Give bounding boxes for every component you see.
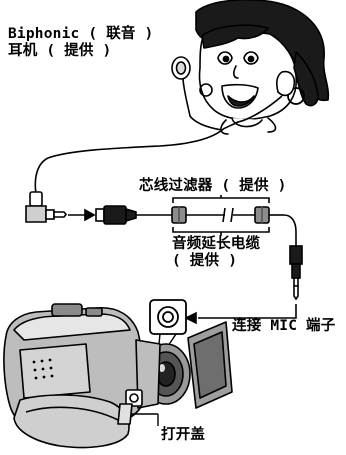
extension-cable-jack bbox=[95, 205, 137, 225]
extension-cable-wire bbox=[136, 207, 297, 246]
mic-connector-label: 连接 MIC 端子 bbox=[232, 318, 336, 334]
extension-cable-bracket bbox=[172, 227, 270, 236]
extension-cable-label: 音频延长电缆 ( 提供 ) bbox=[172, 236, 261, 269]
open-cover-label: 打开盖 bbox=[161, 427, 206, 443]
earphone-left bbox=[171, 56, 191, 117]
core-filter-label: 芯线过滤器 ( 提供 ) bbox=[139, 178, 287, 194]
person-illustration bbox=[195, 0, 330, 135]
earphone-right bbox=[237, 70, 296, 123]
extension-cable-plug bbox=[289, 245, 303, 301]
camcorder bbox=[3, 303, 233, 449]
core-filter-right bbox=[254, 206, 270, 224]
headphones-label: Biphonic ( 联音 ) 耳机 ( 提供 ) bbox=[8, 26, 154, 59]
core-filter-left bbox=[171, 206, 187, 224]
mic-arrow bbox=[184, 304, 297, 325]
headphone-plug bbox=[25, 191, 68, 223]
mic-jack-callout bbox=[149, 299, 187, 335]
core-filter-bracket bbox=[172, 195, 270, 203]
earphone-cord bbox=[34, 115, 239, 195]
cover-pointer bbox=[131, 413, 159, 426]
plug-in-arrow bbox=[68, 208, 96, 222]
